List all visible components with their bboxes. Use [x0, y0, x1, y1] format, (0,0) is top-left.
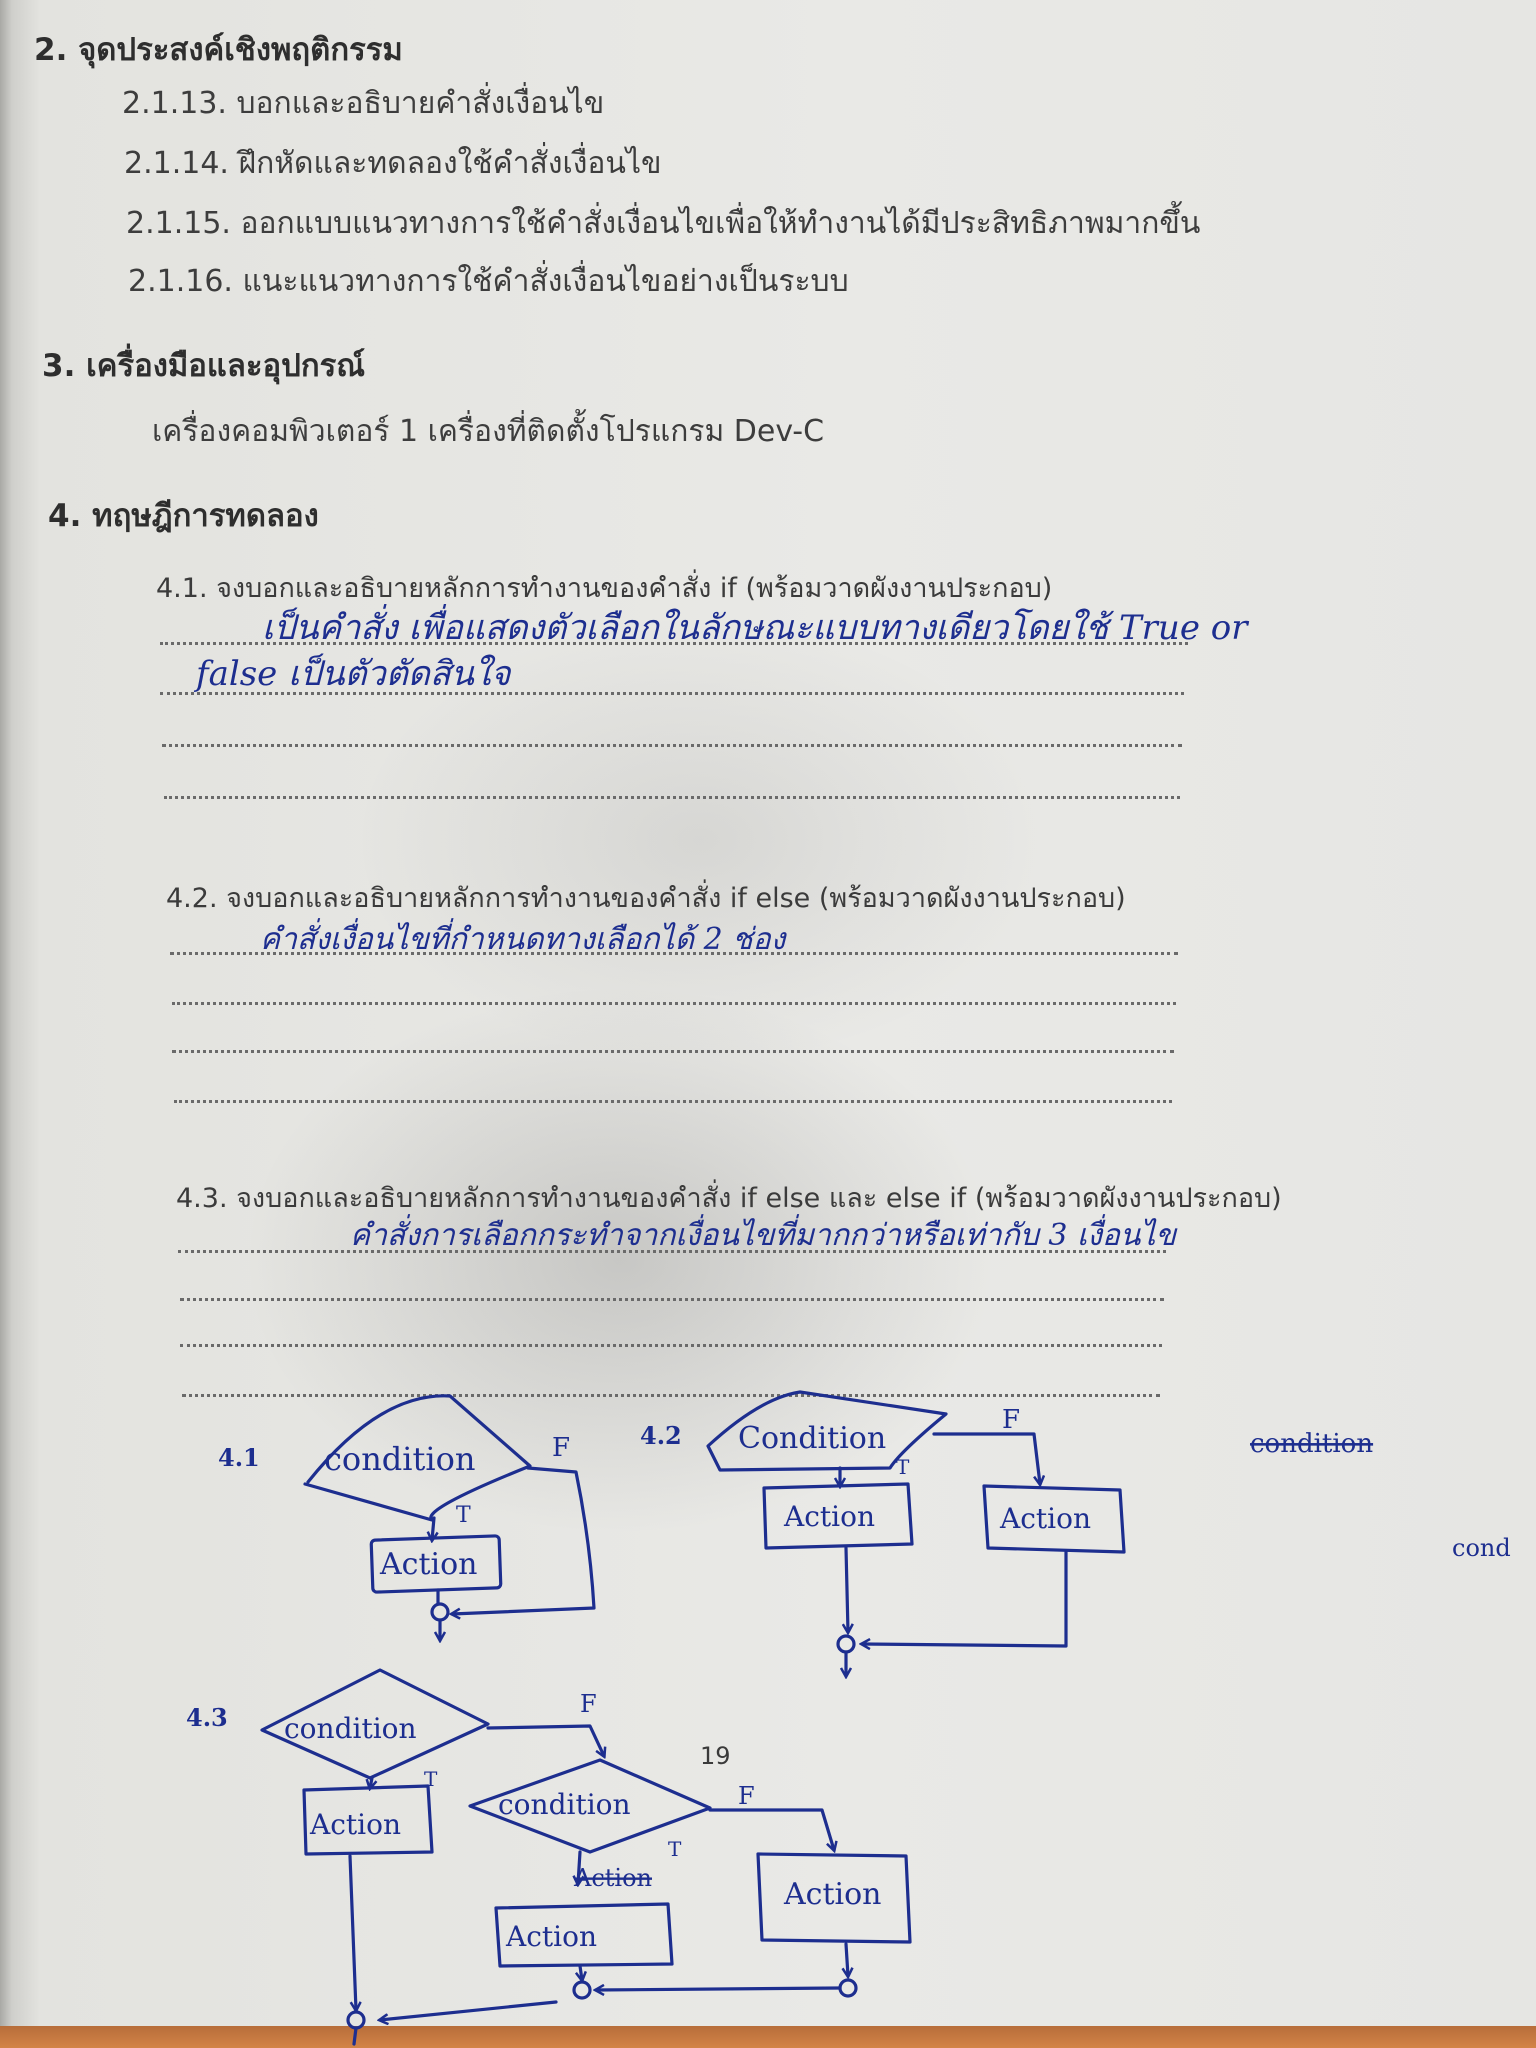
answer-line	[172, 1050, 1174, 1053]
false-mark: F	[738, 1782, 755, 1810]
process-shape	[302, 1784, 434, 1856]
process-text: Action	[309, 1808, 401, 1841]
answer-4-1-line-2: false เป็นตัวตัดสินใจ	[196, 654, 511, 694]
process-shape	[982, 1484, 1126, 1554]
answer-line	[178, 1250, 1166, 1253]
decision-text: Condition	[738, 1421, 886, 1456]
false-mark: F	[1002, 1405, 1020, 1435]
process-shape	[756, 1852, 912, 1944]
answer-line	[180, 1298, 1164, 1301]
process-shape	[494, 1902, 674, 1968]
answer-line	[170, 952, 1178, 955]
process-text: Action	[783, 1877, 882, 1912]
connector-shape	[346, 2010, 366, 2030]
decision-text: condition	[498, 1788, 631, 1821]
question-4-3: 4.3. จงบอกและอธิบายหลักการทำงานของคำสั่ง…	[176, 1183, 1282, 1214]
flowchart-4-2	[706, 1390, 1126, 1676]
answer-line	[160, 642, 1188, 645]
false-mark: F	[580, 1690, 597, 1718]
decision-shape	[260, 1668, 490, 1780]
answer-4-3-line-1: คำสั่งการเลือกกระทำจากเงื่อนไขที่มากกว่า…	[350, 1218, 1177, 1253]
true-mark: T	[896, 1455, 910, 1479]
objective-item: 2.1.13. บอกและอธิบายคำสั่งเงื่อนไข	[122, 86, 605, 121]
answer-line	[162, 744, 1182, 747]
answer-line	[164, 796, 1180, 799]
connector-shape	[430, 1602, 450, 1622]
false-mark: F	[552, 1433, 570, 1463]
objective-item: 2.1.16. แนะแนวทางการใช้คำสั่งเงื่อนไขอย่…	[128, 264, 849, 299]
process-text: Action	[999, 1502, 1091, 1535]
decision-shape	[468, 1758, 712, 1854]
struck-process-text: Action	[573, 1864, 652, 1892]
equipment-text: เครื่องคอมพิวเตอร์ 1 เครื่องที่ติดตั้งโป…	[152, 414, 825, 449]
answer-4-2-line-1: คำสั่งเงื่อนไขที่กำหนดทางเลือกได้ 2 ช่อง	[260, 922, 786, 957]
true-mark: T	[668, 1837, 682, 1861]
process-text: Action	[379, 1547, 478, 1582]
true-mark: T	[424, 1767, 438, 1791]
decision-text: condition	[284, 1712, 417, 1745]
section-2-heading: 2. จุดประสงค์เชิงพฤติกรรม	[34, 32, 403, 68]
objective-item: 2.1.15. ออกแบบแนวทางการใช้คำสั่งเงื่อนไข…	[126, 206, 1201, 241]
answer-line	[180, 1344, 1162, 1347]
question-4-1: 4.1. จงบอกและอธิบายหลักการทำงานของคำสั่ง…	[156, 573, 1053, 604]
flowchart-4-1	[303, 1394, 596, 1640]
connector-shape	[838, 1978, 858, 1998]
flowchart-4-3	[260, 1668, 912, 2046]
decision-text: condition	[324, 1440, 475, 1478]
decision-shape	[303, 1394, 532, 1522]
connector-shape	[836, 1634, 856, 1654]
flowchart-4-1-label: 4.1	[218, 1443, 260, 1472]
answer-line	[160, 692, 1184, 695]
answer-line	[174, 1100, 1172, 1103]
process-shape	[762, 1482, 914, 1550]
answer-line	[172, 1002, 1176, 1005]
decision-shape	[706, 1390, 948, 1472]
section-4-heading: 4. ทฤษฎีการทดลอง	[48, 498, 319, 534]
page-number: 19	[700, 1742, 731, 1770]
margin-cut-word: cond	[1452, 1534, 1511, 1562]
true-mark: T	[456, 1503, 471, 1528]
section-3-heading: 3. เครื่องมือและอุปกรณ์	[42, 348, 366, 384]
answer-4-1-line-1: เป็นคำสั่ง เพื่อแสดงตัวเลือกในลักษณะแบบท…	[262, 608, 1248, 648]
process-text: Action	[505, 1920, 597, 1953]
connector-shape	[572, 1980, 592, 2000]
flowchart-4-2-label: 4.2	[640, 1421, 682, 1450]
margin-crossed-word: condition	[1250, 1429, 1373, 1459]
table-surface-edge	[0, 2026, 1536, 2048]
question-4-2: 4.2. จงบอกและอธิบายหลักการทำงานของคำสั่ง…	[166, 883, 1126, 914]
flowchart-4-3-label: 4.3	[186, 1703, 228, 1732]
objective-item: 2.1.14. ฝึกหัดและทดลองใช้คำสั่งเงื่อนไข	[124, 146, 662, 181]
process-text: Action	[783, 1500, 875, 1533]
answer-line	[182, 1394, 1160, 1397]
